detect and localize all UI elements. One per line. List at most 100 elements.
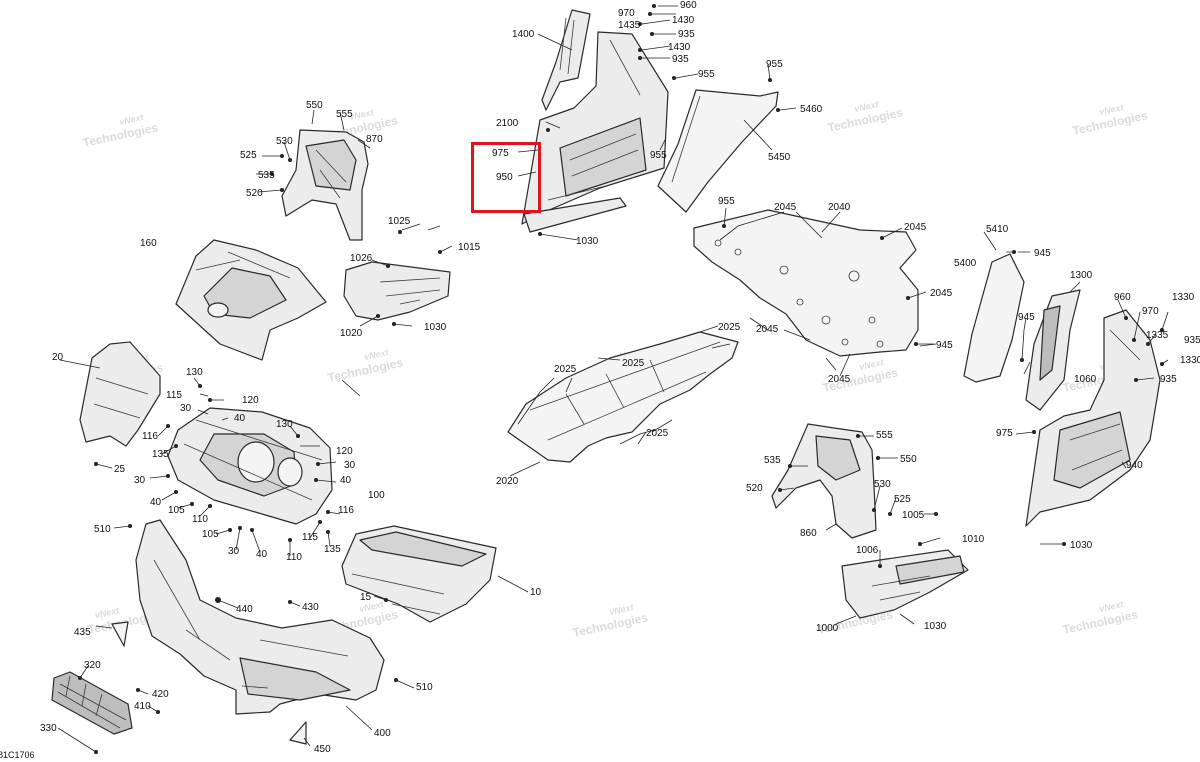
callout-1030: 1030 <box>576 236 599 247</box>
callout-320: 320 <box>84 660 101 671</box>
callout-950: 950 <box>496 172 513 183</box>
callout-105: 105 <box>168 505 185 516</box>
callout-1400: 1400 <box>512 29 535 40</box>
callout-5400: 5400 <box>954 258 977 269</box>
callout-1000: 1000 <box>816 623 839 634</box>
callout-960: 960 <box>1114 292 1131 303</box>
callout-960: 960 <box>680 0 697 11</box>
callout-520: 520 <box>746 483 763 494</box>
callout-530: 530 <box>276 136 293 147</box>
callout-135: 135 <box>152 449 169 460</box>
callout-530: 530 <box>874 479 891 490</box>
part-skid-plate-2020 <box>507 331 739 463</box>
callout-130: 130 <box>186 367 203 378</box>
callout-5410: 5410 <box>986 224 1009 235</box>
callout-2025: 2025 <box>622 358 645 369</box>
callout-2100: 2100 <box>496 118 519 129</box>
callout-30: 30 <box>134 475 146 486</box>
callout-120: 120 <box>336 446 353 457</box>
callout-40: 40 <box>256 549 268 560</box>
part-door-panel-950 <box>521 31 669 225</box>
callout-975: 975 <box>492 148 509 159</box>
callout-435: 435 <box>74 627 91 638</box>
callout-10: 10 <box>530 587 542 598</box>
callout-935: 935 <box>672 54 689 65</box>
callout-2020: 2020 <box>496 476 519 487</box>
callout-1430: 1430 <box>668 42 691 53</box>
callout-450: 450 <box>314 744 331 755</box>
part-grille-320 <box>51 671 133 735</box>
callout-870: 870 <box>366 134 383 145</box>
callout-2045: 2045 <box>828 374 851 385</box>
callout-2025: 2025 <box>718 322 741 333</box>
callout-1330: 1330 <box>1172 292 1195 303</box>
callout-955: 955 <box>650 150 667 161</box>
part-reflector-450 <box>289 721 307 745</box>
callout-130: 130 <box>276 419 293 430</box>
callout-1435: 1435 <box>618 20 641 31</box>
callout-555: 555 <box>336 109 353 120</box>
callout-135: 135 <box>324 544 341 555</box>
part-pillar-1400 <box>541 9 591 111</box>
callout-550: 550 <box>900 454 917 465</box>
highlight-box-950-975 <box>471 142 541 213</box>
diagram-code: 81C1706 <box>0 750 35 760</box>
callout-1335: 1335 <box>1146 330 1169 341</box>
callout-40: 40 <box>150 497 162 508</box>
callout-935: 935 <box>1184 335 1200 346</box>
part-front-bumper-400 <box>135 519 385 715</box>
callout-5460: 5460 <box>800 104 823 115</box>
callout-1010: 1010 <box>962 534 985 545</box>
callout-labels: 960 970 1435 1430 935 1430 935 955 1400 … <box>40 0 1200 755</box>
callout-2045: 2045 <box>904 222 927 233</box>
callout-1026: 1026 <box>350 253 373 264</box>
callout-410: 410 <box>134 701 151 712</box>
callout-2045: 2045 <box>756 324 779 335</box>
callout-40: 40 <box>340 475 352 486</box>
callout-860: 860 <box>800 528 817 539</box>
callout-2025: 2025 <box>554 364 577 375</box>
callout-510: 510 <box>416 682 433 693</box>
callout-15: 15 <box>360 592 372 603</box>
callout-535: 535 <box>258 170 275 181</box>
callout-160: 160 <box>140 238 157 249</box>
callout-935: 935 <box>1160 374 1177 385</box>
callout-970: 970 <box>618 8 635 19</box>
part-side-panel-5400 <box>963 253 1025 383</box>
callout-1060: 1060 <box>1074 374 1097 385</box>
callout-970: 970 <box>1142 306 1159 317</box>
part-floor-plate-2040 <box>693 209 919 357</box>
part-shapes <box>51 9 1161 745</box>
callout-550: 550 <box>306 100 323 111</box>
callout-430: 430 <box>302 602 319 613</box>
callout-116: 116 <box>338 505 354 516</box>
callout-955: 955 <box>766 59 783 70</box>
callout-1005: 1005 <box>902 510 925 521</box>
callout-110: 110 <box>192 514 208 525</box>
callout-25: 25 <box>114 464 126 475</box>
part-reflector-435 <box>111 621 129 647</box>
callout-420: 420 <box>152 689 169 700</box>
callout-945: 945 <box>1018 312 1035 323</box>
callout-1330: 1330 <box>1180 355 1200 366</box>
callout-945: 945 <box>1034 248 1051 259</box>
callout-945: 945 <box>936 340 953 351</box>
callout-30: 30 <box>228 546 240 557</box>
callout-955: 955 <box>698 69 715 80</box>
callout-2045: 2045 <box>774 202 797 213</box>
callout-30: 30 <box>344 460 356 471</box>
callout-1006: 1006 <box>856 545 879 556</box>
callout-440: 440 <box>236 604 253 615</box>
callout-1430: 1430 <box>672 15 695 26</box>
callout-5450: 5450 <box>768 152 791 163</box>
callout-2045: 2045 <box>930 288 953 299</box>
leader-lines <box>57 5 1169 753</box>
callout-1030: 1030 <box>424 322 447 333</box>
callout-40: 40 <box>234 413 246 424</box>
callout-940: 940 <box>1126 460 1143 471</box>
part-heat-shield-5450 <box>657 89 779 213</box>
callout-115: 115 <box>166 390 182 401</box>
callout-330: 330 <box>40 723 57 734</box>
callout-1015: 1015 <box>458 242 481 253</box>
callout-1030: 1030 <box>1070 540 1093 551</box>
